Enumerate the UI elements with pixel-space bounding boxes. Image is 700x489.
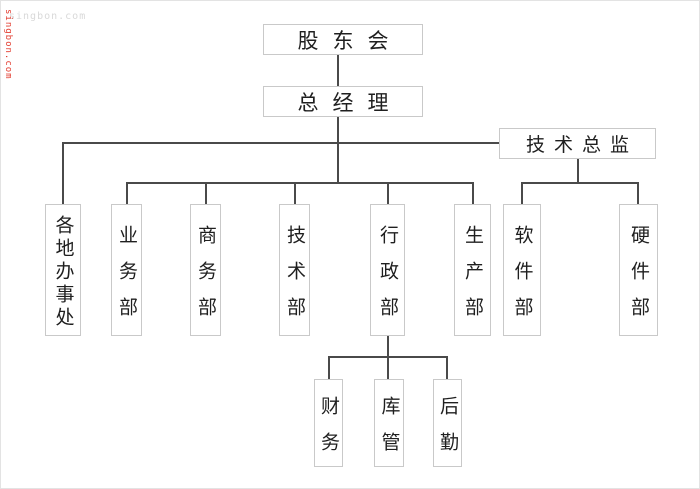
- node-warehouse-label: 库管: [378, 395, 401, 468]
- node-shareholders-label: 股东会: [297, 28, 403, 53]
- watermark-top-left: singbon.com: [9, 11, 87, 22]
- connector-h2-departments: [126, 182, 474, 184]
- node-offices: 各地办事处: [45, 204, 81, 336]
- node-admin-dept: 行政部: [370, 204, 405, 336]
- connector-h3-techdirector-children: [521, 182, 639, 184]
- node-commerce-dept-label: 商务部: [195, 224, 217, 333]
- node-business-dept-label: 业务部: [116, 224, 138, 333]
- connector-gm-trunk: [337, 117, 339, 183]
- node-production-dept: 生产部: [454, 204, 491, 336]
- node-offices-label: 各地办事处: [52, 214, 75, 330]
- connector-drop-software: [521, 182, 523, 204]
- connector-shareholders-gm: [337, 55, 339, 86]
- connector-drop-hardware: [637, 182, 639, 204]
- node-general-manager-label: 总经理: [297, 90, 403, 115]
- connector-drop-offices: [62, 142, 64, 204]
- node-tech-dept: 技术部: [279, 204, 310, 336]
- connector-h4-admin-children: [328, 356, 448, 358]
- connector-drop-logistics: [446, 356, 448, 379]
- node-general-manager: 总经理: [263, 86, 423, 117]
- node-production-dept-label: 生产部: [462, 224, 484, 333]
- node-finance: 财务: [314, 379, 343, 468]
- node-business-dept: 业务部: [111, 204, 142, 336]
- node-software-dept: 软件部: [503, 204, 541, 336]
- node-hardware-dept-label: 硬件部: [628, 224, 650, 333]
- node-tech-dept-label: 技术部: [284, 224, 306, 333]
- node-finance-label: 财务: [318, 395, 340, 468]
- connector-drop-business: [126, 182, 128, 204]
- node-software-dept-label: 软件部: [511, 224, 534, 333]
- connector-drop-commerce: [205, 182, 207, 204]
- node-logistics: 后勤: [433, 379, 462, 468]
- connector-drop-production: [472, 182, 474, 204]
- node-logistics-label: 后勤: [437, 395, 459, 468]
- watermark-left-vertical: singbon.com: [3, 9, 13, 80]
- connector-h1-gm-techdirector: [62, 142, 499, 144]
- connector-drop-admin: [387, 182, 389, 204]
- node-hardware-dept: 硬件部: [619, 204, 658, 336]
- node-admin-dept-label: 行政部: [377, 224, 399, 333]
- connector-drop-tech: [294, 182, 296, 204]
- connector-drop-finance: [328, 356, 330, 379]
- node-warehouse: 库管: [374, 379, 404, 468]
- node-tech-director: 技术总监: [499, 128, 656, 159]
- node-tech-director-label: 技术总监: [525, 134, 638, 156]
- node-commerce-dept: 商务部: [190, 204, 221, 336]
- connector-techdirector-trunk: [577, 159, 579, 183]
- node-shareholders: 股东会: [263, 24, 423, 55]
